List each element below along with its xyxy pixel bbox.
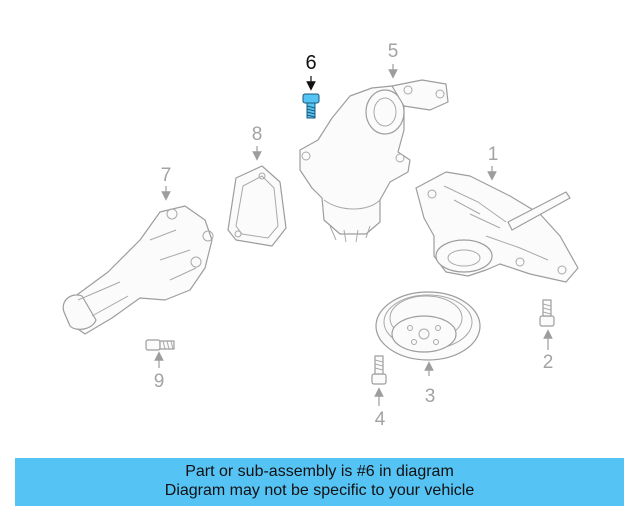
part-2-bolt bbox=[539, 299, 555, 327]
part-8-gasket bbox=[227, 165, 287, 247]
callout-8: 8 bbox=[252, 124, 263, 145]
callout-4: 4 bbox=[375, 409, 386, 430]
part-6-bolt bbox=[302, 93, 320, 119]
callout-5: 5 bbox=[388, 41, 399, 62]
callout-7: 7 bbox=[161, 165, 172, 186]
part-1-water-pump bbox=[415, 171, 579, 283]
callout-2: 2 bbox=[543, 352, 554, 373]
part-3-pulley bbox=[375, 291, 481, 361]
callout-6: 6 bbox=[305, 52, 316, 74]
callout-9: 9 bbox=[154, 371, 165, 392]
banner-line-1: Part or sub-assembly is #6 in diagram bbox=[185, 463, 454, 480]
part-4-bolt bbox=[371, 355, 387, 385]
banner-line-2: Diagram may not be specific to your vehi… bbox=[164, 482, 475, 499]
part-7-pipe-housing bbox=[62, 205, 214, 335]
callout-3: 3 bbox=[425, 386, 436, 407]
info-banner: Part or sub-assembly is #6 in diagram Di… bbox=[15, 458, 624, 506]
part-5-pump-housing bbox=[299, 79, 449, 243]
part-9-bolt bbox=[145, 339, 175, 351]
parts-diagram: 1 2 3 4 5 6 7 8 9 bbox=[62, 41, 579, 430]
callout-1: 1 bbox=[488, 144, 499, 165]
